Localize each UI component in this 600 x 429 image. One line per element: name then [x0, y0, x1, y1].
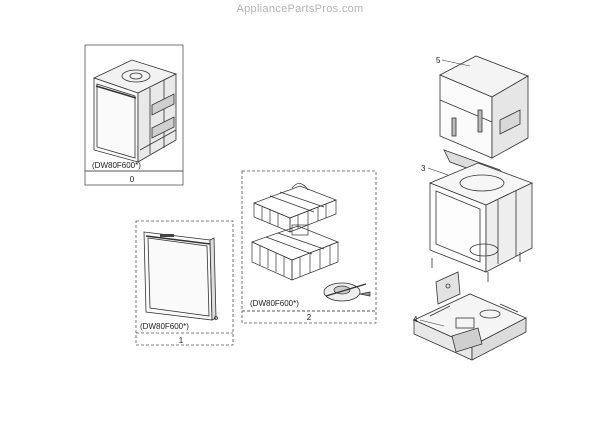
- group-1-box[interactable]: [135, 220, 234, 346]
- part-5-cover-drawing[interactable]: [439, 55, 529, 183]
- callout-4-label: 4: [413, 315, 418, 324]
- callout-4-leader: [419, 319, 445, 327]
- group-1-number: 1: [179, 336, 184, 345]
- group-0-model-label: (DW80F600*): [92, 161, 141, 170]
- group-2-number: 2: [307, 313, 312, 322]
- callout-3-label: 3: [421, 164, 426, 173]
- callout-5-label: 5: [436, 56, 441, 65]
- group-1-model-label: (DW80F600*): [140, 322, 189, 331]
- group-2-model-label: (DW80F600*): [250, 299, 299, 308]
- dishwasher-assembled-drawing: [92, 59, 178, 163]
- part-3-tub-drawing[interactable]: [428, 162, 534, 282]
- lower-rack-drawing: [251, 224, 339, 281]
- group-0-number: 0: [130, 175, 135, 184]
- wash-arm-drawing: [323, 282, 371, 302]
- callout-5-leader: [441, 59, 471, 67]
- door-panel-drawing: [143, 231, 218, 321]
- watermark-text: AppliancePartsPros.com: [236, 3, 364, 15]
- upper-rack-drawing: [253, 183, 337, 233]
- group-2-box[interactable]: [241, 170, 377, 324]
- part-4-base-drawing[interactable]: [413, 271, 527, 361]
- callout-3-leader: [427, 167, 449, 176]
- group-0-box[interactable]: [84, 44, 184, 186]
